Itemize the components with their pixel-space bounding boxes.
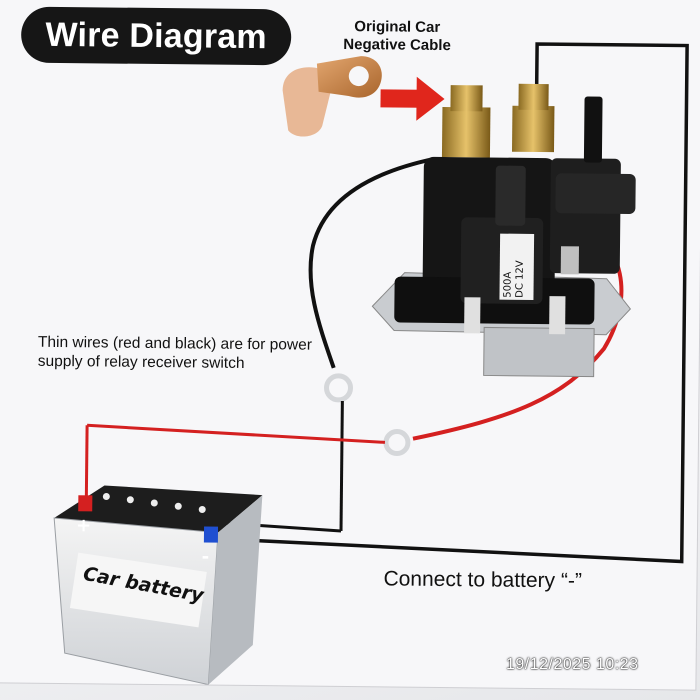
pointer-arrow bbox=[380, 76, 445, 121]
car-battery: + - Car battery bbox=[53, 485, 263, 686]
copper-ring-terminal bbox=[282, 56, 382, 137]
relay-rating-label: 500ADC 12V bbox=[502, 260, 525, 298]
main-negative-cable bbox=[241, 42, 689, 564]
battery-plus-sign: + bbox=[76, 515, 91, 536]
photo-timestamp: 19/12/2025 10:23 bbox=[506, 656, 639, 673]
thin-black-wire bbox=[216, 156, 435, 533]
battery-minus-sign: - bbox=[202, 546, 210, 567]
relay-solenoid: 500ADC 12V bbox=[371, 83, 636, 378]
